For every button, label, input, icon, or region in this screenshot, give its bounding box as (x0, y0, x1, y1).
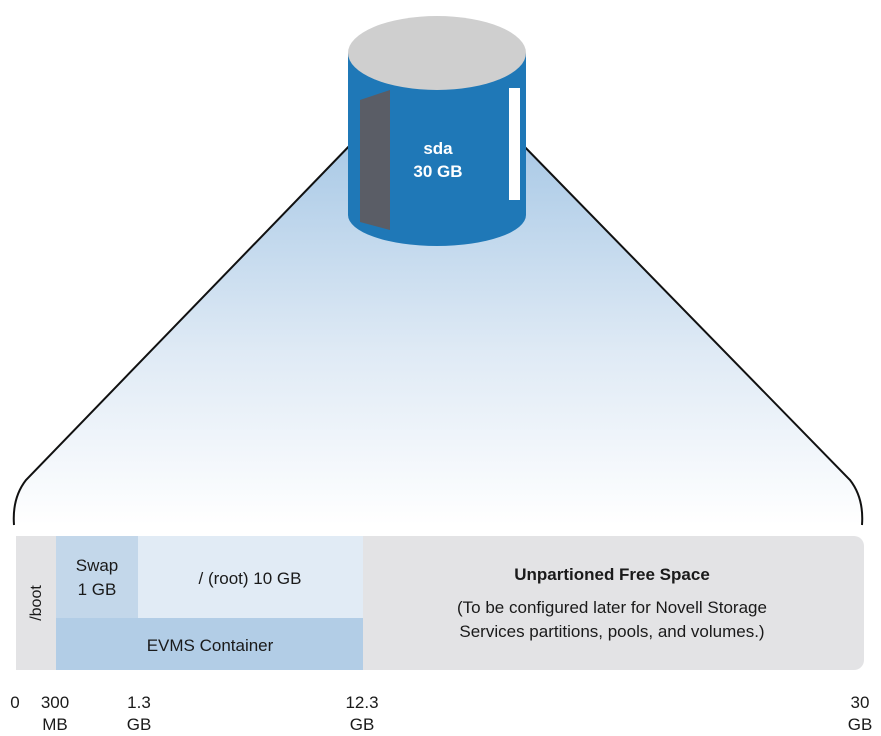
scale-mark-12-3gb: 12.3 (345, 693, 378, 712)
swap-label: Swap (76, 556, 119, 575)
free-space-title: Unpartioned Free Space (514, 565, 710, 584)
scale-mark-30gb: 30 (851, 693, 870, 712)
swap-partition (56, 536, 138, 618)
evms-container (56, 618, 363, 670)
boot-partition-label: /boot (28, 585, 45, 621)
disk-name: sda (423, 139, 453, 158)
evms-container-label: EVMS Container (147, 636, 274, 655)
projection-outline-right (517, 139, 864, 526)
free-space-desc-line1: (To be configured later for Novell Stora… (457, 598, 767, 617)
scale-mark-0: 0 (10, 693, 19, 712)
root-partition-label: / (root) 10 GB (199, 569, 302, 588)
scale-mark-300mb-unit: MB (42, 715, 68, 734)
scale-mark-1-3gb-unit: GB (127, 715, 152, 734)
projection-beam (13, 140, 863, 525)
scale-mark-1-3gb: 1.3 (127, 693, 151, 712)
scale-mark-300mb: 300 (41, 693, 69, 712)
scale-mark-30gb-unit: GB (848, 715, 873, 734)
boot-partition (16, 536, 56, 670)
root-partition (138, 536, 363, 618)
scale-mark-12-3gb-unit: GB (350, 715, 375, 734)
disk-size: 30 GB (413, 162, 462, 181)
swap-size-label: 1 GB (78, 580, 117, 599)
free-space-desc-line2: Services partitions, pools, and volumes.… (459, 622, 764, 641)
projection-outline-left (12, 139, 356, 526)
disk-cylinder-icon: sda 30 GB (348, 16, 526, 246)
